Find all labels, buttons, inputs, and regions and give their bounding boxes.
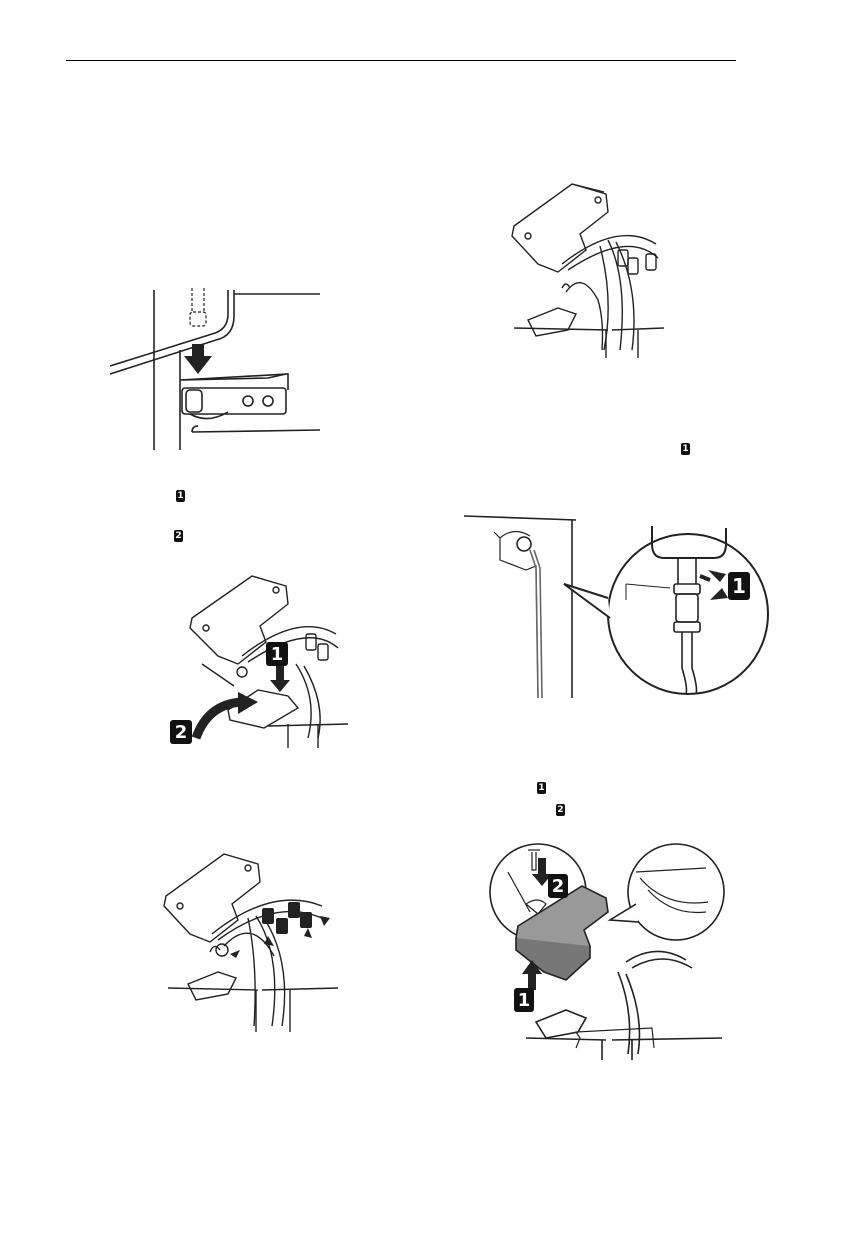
figure-label-2: 2 <box>552 876 565 897</box>
figure-label-2: 2 <box>175 722 188 743</box>
bracket-rotate-illustration: 1 2 <box>168 568 350 748</box>
figure-label-1: 1 <box>271 644 284 665</box>
figure-label-1: 1 <box>732 574 746 598</box>
wire-connectors-illustration <box>162 846 340 1032</box>
header-rule <box>66 60 736 61</box>
step-marker-1: 1 <box>537 782 546 794</box>
step-marker-1: 1 <box>681 443 690 455</box>
cover-screw-illustration: 1 2 <box>486 842 726 1060</box>
step-marker-2: 2 <box>174 530 183 542</box>
hinge-pin-illustration <box>108 284 322 454</box>
cover-wires-illustration <box>508 180 670 358</box>
step-marker-1: 1 <box>176 490 185 502</box>
figure-label-1: 1 <box>518 990 531 1011</box>
water-line-illustration: 1 <box>464 508 850 700</box>
step-marker-2: 2 <box>556 804 565 816</box>
